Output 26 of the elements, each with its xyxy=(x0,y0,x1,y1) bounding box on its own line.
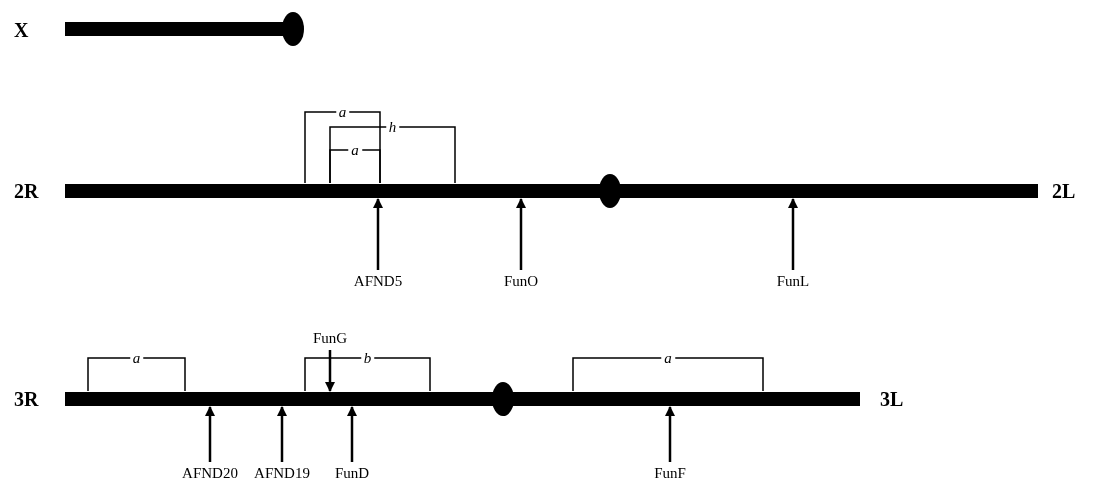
arrow xyxy=(277,406,287,462)
arrow xyxy=(516,198,526,270)
chromosome-bar xyxy=(65,382,860,416)
chromosome-bar xyxy=(65,174,1038,208)
arrow xyxy=(373,198,383,270)
marker-label: FunD xyxy=(334,465,370,481)
arrow xyxy=(347,406,357,462)
region-letter: b xyxy=(360,351,375,365)
chromosome-arm-label: X xyxy=(14,20,29,40)
arrow xyxy=(205,406,215,462)
marker-label: AFND5 xyxy=(353,273,403,289)
chromosome-arm-label: 3R xyxy=(14,389,39,409)
marker-label: FunO xyxy=(503,273,539,289)
marker-label: FunF xyxy=(654,465,686,481)
chromosome-arm-label: 2L xyxy=(1052,181,1076,201)
region-letter: h xyxy=(385,120,400,134)
chromosome-bar xyxy=(65,12,304,46)
marker-label: AFND19 xyxy=(254,465,310,481)
chromosome-arm-label: 2R xyxy=(14,181,39,201)
chromosome-arm-label: 3L xyxy=(880,389,904,409)
marker-label: AFND20 xyxy=(182,465,238,481)
arrow xyxy=(325,350,335,392)
arrow xyxy=(665,406,675,462)
marker-label: FunG xyxy=(312,330,348,346)
arrow xyxy=(788,198,798,270)
marker-label: FunL xyxy=(776,273,810,289)
